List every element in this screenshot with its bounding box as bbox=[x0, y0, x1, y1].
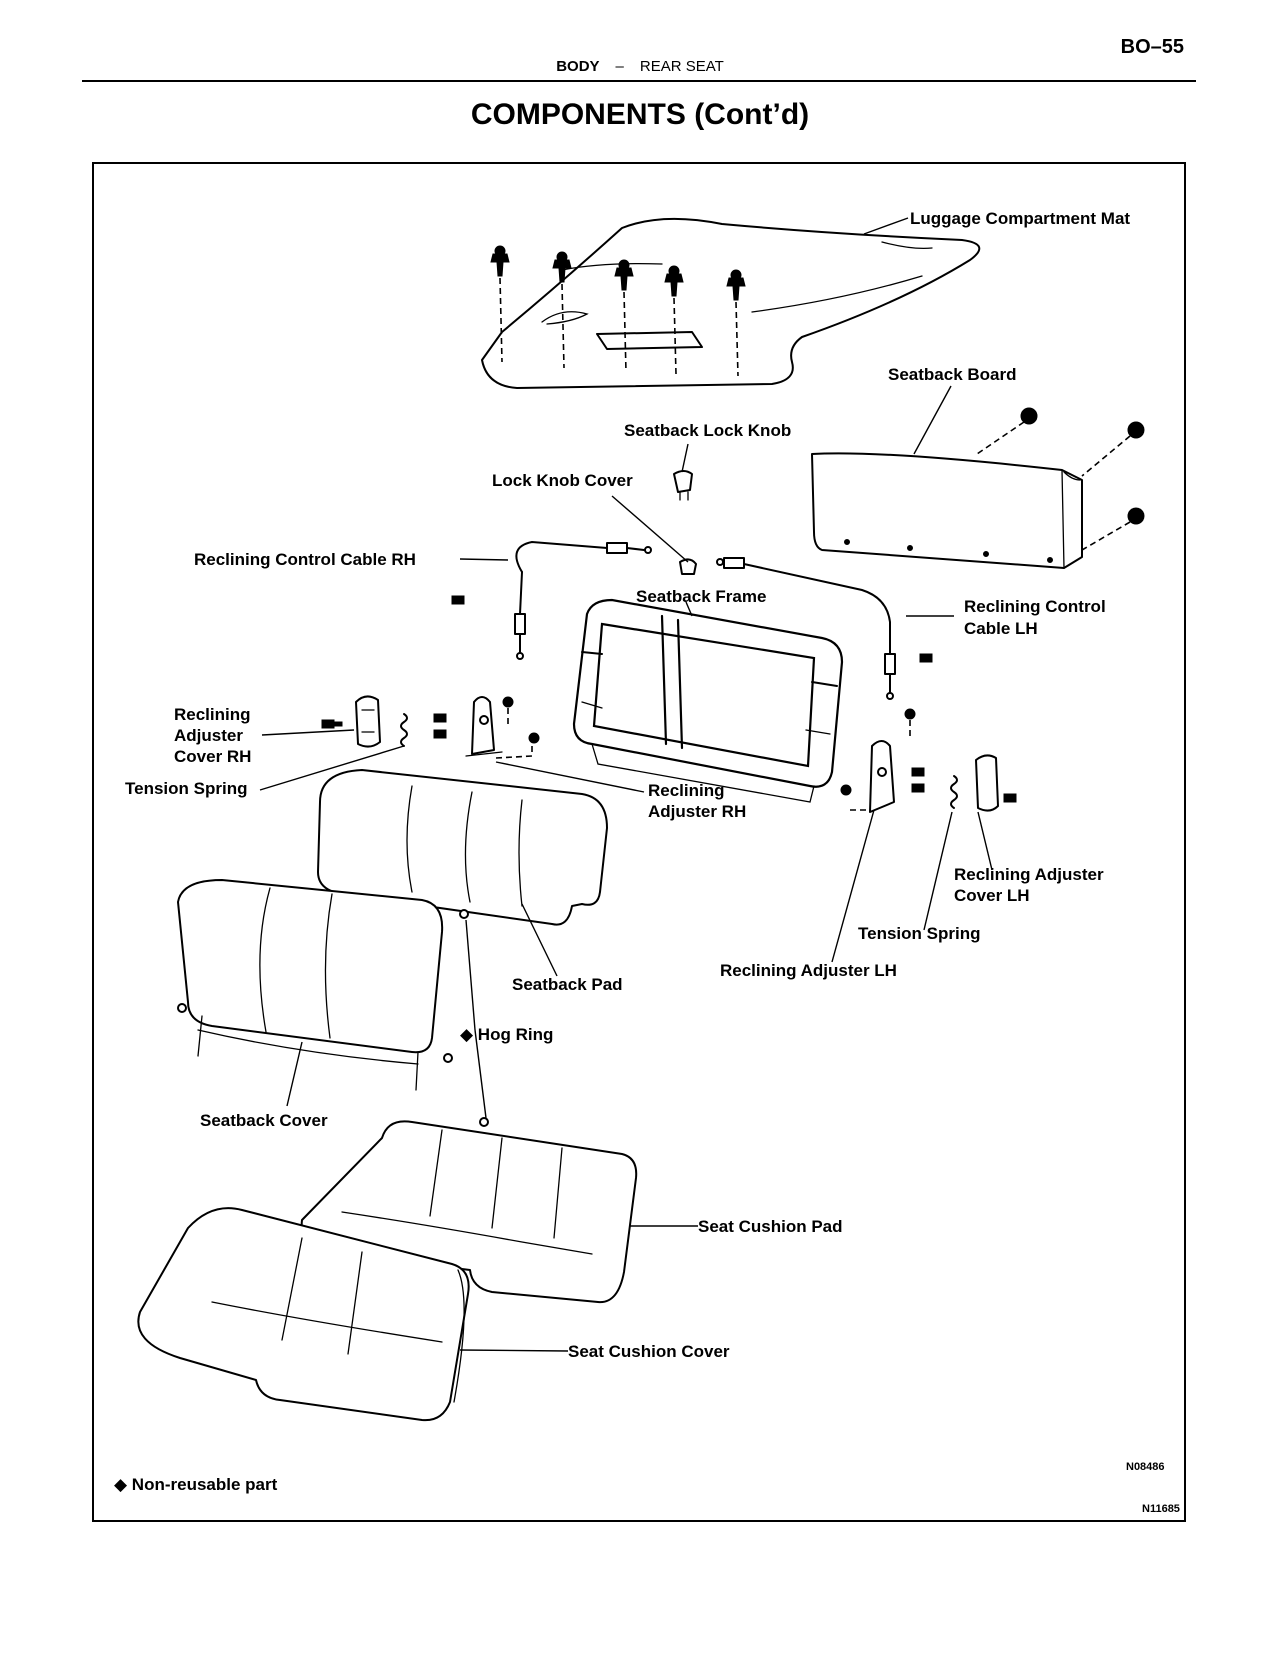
label-reclining-control-cable-lh-2: Cable LH bbox=[964, 619, 1038, 638]
label-reclining-adjuster-cover-lh-2: Cover LH bbox=[954, 886, 1030, 905]
lock-knob-cover bbox=[679, 558, 697, 575]
label-reclining-adjuster-cover-rh: Reclining bbox=[174, 705, 251, 724]
label-seatback-cover: Seatback Cover bbox=[200, 1111, 328, 1130]
tension-spring-lh bbox=[950, 775, 958, 809]
reclining-control-cable-lh bbox=[716, 557, 896, 700]
rh-adjuster-bolts bbox=[321, 595, 540, 744]
page-code: N11685 bbox=[1142, 1503, 1180, 1515]
seatback-frame bbox=[572, 598, 844, 803]
label-lock-knob-cover: Lock Knob Cover bbox=[492, 471, 633, 490]
label-reclining-adjuster-lh: Reclining Adjuster LH bbox=[720, 961, 897, 980]
hog-rings bbox=[177, 909, 489, 1127]
header-separator: – bbox=[615, 58, 624, 75]
label-seatback-pad: Seatback Pad bbox=[512, 975, 623, 994]
seatback-board bbox=[811, 452, 1083, 569]
components-figure: Luggage Compartment Mat Seatback Board S… bbox=[92, 162, 1186, 1522]
page-header: BODY–REAR SEAT bbox=[0, 58, 1280, 75]
label-reclining-adjuster-cover-rh-3: Cover RH bbox=[174, 747, 251, 766]
label-reclining-adjuster-rh-2: Adjuster RH bbox=[648, 802, 746, 821]
seatback-cover bbox=[177, 879, 444, 1091]
seatback-board-clips bbox=[976, 407, 1145, 551]
reclining-adjuster-lh bbox=[850, 740, 895, 813]
reclining-control-cable-rh bbox=[514, 540, 652, 660]
label-reclining-adjuster-cover-lh: Reclining Adjuster bbox=[954, 865, 1104, 884]
leader-lines bbox=[259, 217, 993, 1352]
label-seatback-frame: Seatback Frame bbox=[636, 587, 766, 606]
label-hog-ring: ◆ Hog Ring bbox=[460, 1025, 553, 1044]
label-seatback-lock-knob: Seatback Lock Knob bbox=[624, 421, 791, 440]
label-seat-cushion-pad: Seat Cushion Pad bbox=[698, 1217, 843, 1236]
label-seat-cushion-cover: Seat Cushion Cover bbox=[568, 1342, 730, 1361]
seat-cushion-cover bbox=[137, 1207, 470, 1422]
header-section: BODY bbox=[556, 58, 600, 75]
seatback-pad bbox=[317, 769, 608, 926]
page-title: COMPONENTS (Cont’d) bbox=[470, 98, 810, 131]
reclining-adjuster-cover-rh bbox=[355, 695, 381, 748]
luggage-compartment-mat bbox=[481, 217, 981, 389]
label-seatback-board: Seatback Board bbox=[888, 365, 1017, 384]
label-luggage-compartment-mat: Luggage Compartment Mat bbox=[910, 209, 1130, 228]
label-tension-spring-rh: Tension Spring bbox=[125, 779, 247, 798]
label-tension-spring-lh: Tension Spring bbox=[858, 924, 980, 943]
label-reclining-control-cable-rh: Reclining Control Cable RH bbox=[194, 550, 416, 569]
reclining-adjuster-rh bbox=[465, 696, 533, 759]
figure-code: N08486 bbox=[1126, 1461, 1165, 1473]
seatback-lock-knob bbox=[673, 470, 693, 501]
lh-adjuster-bolts bbox=[840, 653, 1017, 803]
label-reclining-control-cable-lh: Reclining Control bbox=[964, 597, 1106, 616]
header-rule bbox=[82, 80, 1196, 82]
legend-non-reusable-part: ◆ Non-reusable part bbox=[114, 1475, 278, 1494]
header-subsection: REAR SEAT bbox=[639, 58, 724, 75]
page-number: BO–55 bbox=[1120, 36, 1184, 58]
reclining-adjuster-cover-lh bbox=[975, 754, 999, 812]
mat-clips bbox=[490, 245, 746, 377]
label-reclining-adjuster-cover-rh-2: Adjuster bbox=[174, 726, 243, 745]
tension-spring-rh bbox=[400, 713, 408, 747]
exploded-view-diagram: Luggage Compartment Mat Seatback Board S… bbox=[114, 209, 1180, 1515]
label-reclining-adjuster-rh: Reclining bbox=[648, 781, 725, 800]
